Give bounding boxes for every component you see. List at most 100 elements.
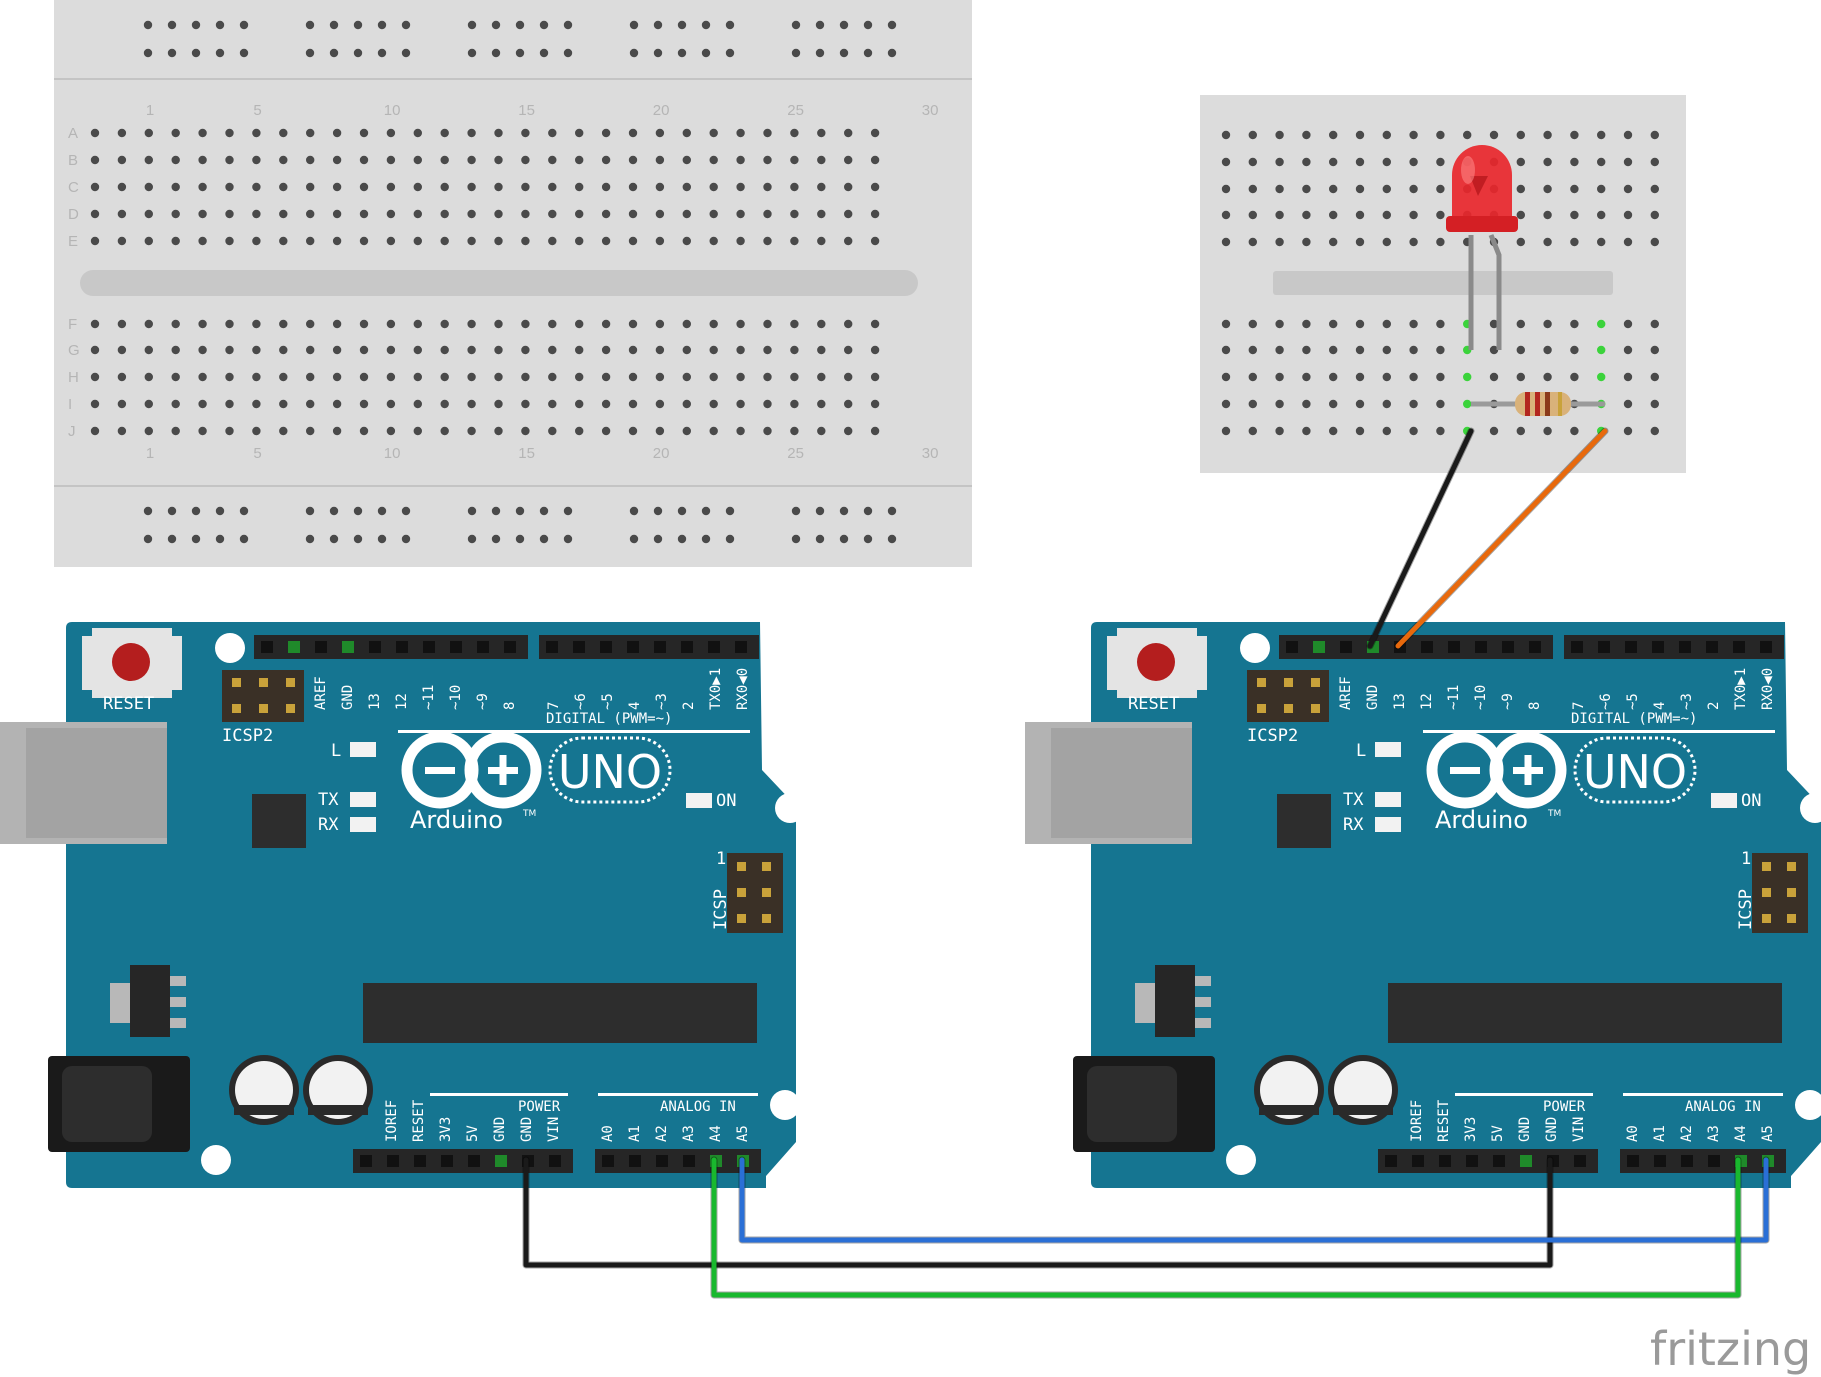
- breadboard-hole: [279, 426, 288, 436]
- silk-line: [398, 730, 750, 733]
- breadboard-hole: [440, 345, 449, 355]
- breadboard-hole: [1221, 372, 1231, 382]
- breadboard-hole: [655, 209, 665, 219]
- led-on-label: ON: [716, 791, 736, 811]
- breadboard-row-letter: J: [68, 423, 76, 440]
- breadboard-hole: [198, 236, 207, 246]
- capacitor-stripe: [1333, 1105, 1393, 1115]
- capacitor-top: [1334, 1061, 1392, 1119]
- breadboard-rail-hole: [305, 20, 315, 30]
- digital-pin-label: GND: [1365, 685, 1381, 710]
- breadboard-rail-hole: [839, 506, 849, 516]
- icsp2-header: [222, 670, 304, 722]
- breadboard-hole: [1382, 372, 1392, 382]
- breadboard-hole: [1355, 319, 1365, 329]
- breadboard-hole: [386, 399, 396, 409]
- breadboard-hole: [198, 155, 207, 165]
- breadboard-hole: [521, 128, 530, 138]
- digital-pin-label: 13: [1392, 693, 1408, 710]
- breadboard-hole: [440, 399, 449, 409]
- breadboard-rail-hole: [215, 506, 225, 516]
- digital-pin-label: 8: [1527, 702, 1543, 710]
- breadboard-hole: [1650, 210, 1660, 220]
- digital-pin-label: 13: [367, 693, 383, 710]
- logo-minus: [1450, 767, 1480, 774]
- header-pin: [1466, 1155, 1478, 1167]
- breadboard-hole: [1302, 184, 1311, 194]
- breadboard-hole: [1248, 426, 1258, 436]
- header-pin: [546, 641, 558, 653]
- breadboard-hole: [709, 426, 718, 436]
- header-pin: [342, 641, 354, 653]
- breadboard-hole: [359, 155, 369, 165]
- breadboard-hole: [494, 182, 503, 192]
- breadboard-hole: [790, 345, 799, 355]
- silk-line: [598, 1093, 758, 1096]
- mounting-hole: [1800, 793, 1821, 823]
- digital-label: DIGITAL (PWM=~): [546, 711, 672, 727]
- breadboard-rail-hole: [143, 506, 153, 516]
- breadboard-hole: [332, 155, 342, 165]
- breadboard-hole: [90, 128, 100, 138]
- breadboard-hole: [709, 399, 718, 409]
- header-pin: [1493, 1155, 1505, 1167]
- led-tx-label: TX: [1343, 790, 1364, 810]
- breadboard-hole: [1221, 130, 1231, 140]
- breadboard-column-number: 15: [518, 102, 535, 119]
- breadboard-row-letter: C: [68, 179, 79, 196]
- breadboard-hole: [1516, 237, 1526, 247]
- breadboard-hole: [1543, 157, 1552, 167]
- breadboard-rail-hole: [215, 48, 225, 58]
- breadboard-hole: [870, 426, 880, 436]
- breadboard-hole: [332, 319, 342, 329]
- breadboard-hole: [548, 319, 557, 329]
- breadboard-hole: [359, 372, 369, 382]
- breadboard-hole: [1382, 157, 1392, 167]
- breadboard-hole: [440, 155, 449, 165]
- breadboard-hole: [1221, 345, 1231, 355]
- breadboard-rail-hole: [329, 48, 339, 58]
- breadboard-rail-hole: [401, 506, 411, 516]
- microcontroller: [363, 983, 757, 1043]
- breadboard-rail-hole: [401, 48, 411, 58]
- breadboard-hole: [359, 128, 369, 138]
- breadboard-rail-hole: [515, 506, 525, 516]
- breadboard-hole: [682, 426, 691, 436]
- breadboard-hole: [144, 345, 153, 355]
- breadboard-hole: [494, 128, 503, 138]
- digital-pin-label: TX0▶1: [1733, 668, 1749, 710]
- breadboard-hole: [709, 372, 718, 382]
- breadboard-hole: [413, 319, 422, 329]
- header-pin: [683, 1155, 695, 1167]
- breadboard-hole: [628, 372, 638, 382]
- header-pin: [414, 1155, 426, 1167]
- breadboard-hole: [494, 209, 503, 219]
- fritzing-watermark: fritzing: [1650, 1322, 1811, 1376]
- power-label: POWER: [518, 1099, 561, 1115]
- breadboard-hole: [1623, 184, 1633, 194]
- breadboard-hole: [467, 426, 476, 436]
- breadboard-hole: [521, 319, 530, 329]
- resistor-band: [1535, 392, 1540, 416]
- breadboard-hole: [117, 319, 127, 329]
- mounting-hole: [1240, 633, 1270, 663]
- breadboard-hole: [763, 372, 772, 382]
- breadboard-hole: [494, 345, 503, 355]
- breadboard-rail-hole: [815, 534, 825, 544]
- breadboard-hole: [763, 182, 772, 192]
- breadboard-rail-hole: [725, 534, 735, 544]
- breadboard-hole: [1382, 184, 1392, 194]
- breadboard-hole: [440, 319, 449, 329]
- breadboard-hole: [144, 426, 153, 436]
- header-pin: [1286, 641, 1298, 653]
- breadboard-hole: [575, 236, 584, 246]
- breadboard-hole: [117, 128, 127, 138]
- header-pin: [396, 641, 408, 653]
- breadboard-rail-hole: [191, 20, 201, 30]
- breadboard-hole: [144, 128, 153, 138]
- header-pin: [1313, 641, 1325, 653]
- breadboard-hole: [870, 155, 880, 165]
- breadboard-hole: [1463, 130, 1472, 140]
- power-label: POWER: [1543, 1099, 1586, 1115]
- breadboard-hole: [601, 426, 611, 436]
